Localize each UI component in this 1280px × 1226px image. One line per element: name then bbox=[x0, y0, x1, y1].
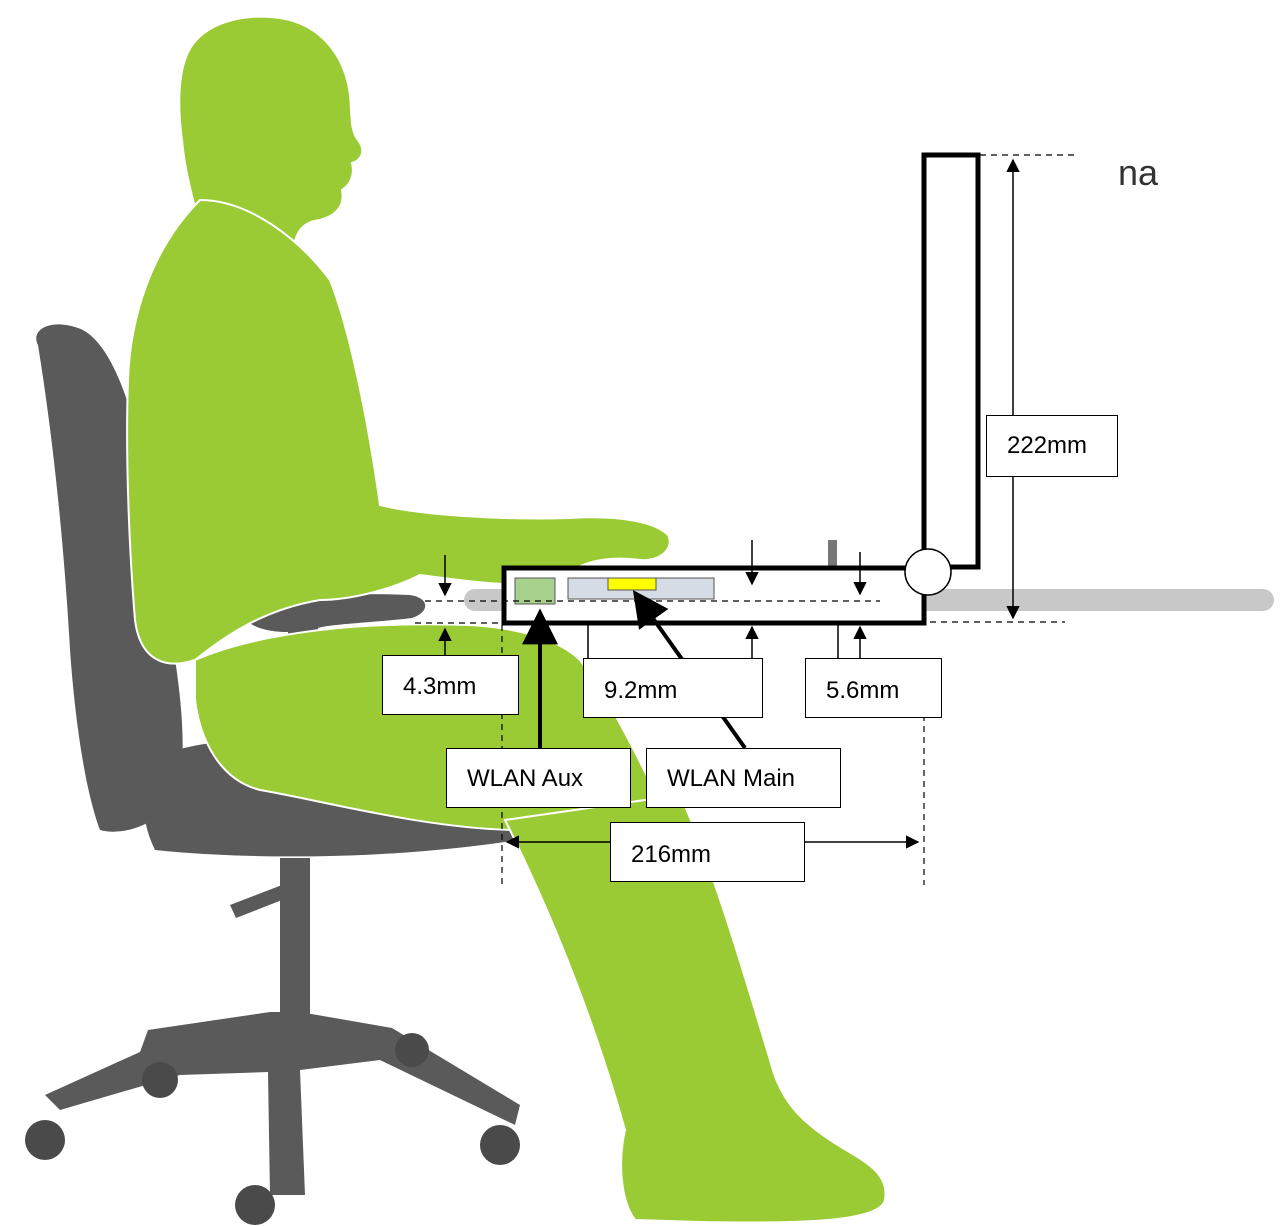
laptop bbox=[501, 152, 981, 626]
wlan-aux-label-box: WLAN Aux bbox=[446, 748, 631, 808]
chair-wheel bbox=[25, 1120, 65, 1160]
gap-right-label-box: 5.6mm bbox=[805, 658, 942, 718]
chair-wheel bbox=[395, 1033, 429, 1067]
base-depth-label-box: 216mm bbox=[610, 822, 805, 882]
wlan-main-label-box: WLAN Main bbox=[646, 748, 841, 808]
gap-right-label: 5.6mm bbox=[826, 677, 900, 704]
gap-middle-label: 9.2mm bbox=[604, 677, 678, 704]
laptop-hinge bbox=[904, 548, 952, 596]
person-lower-leg bbox=[503, 793, 887, 1224]
chair-stem bbox=[280, 858, 310, 1038]
lid-height-label-box: 222mm bbox=[986, 415, 1118, 477]
desk-small-post bbox=[828, 540, 837, 568]
gap-left-label: 4.3mm bbox=[403, 673, 477, 700]
wlan-aux-label: WLAN Aux bbox=[467, 765, 584, 792]
base-depth-label: 216mm bbox=[631, 841, 712, 868]
laptop-lid bbox=[921, 152, 981, 570]
wlan-main-antenna bbox=[607, 577, 657, 591]
gap-left-label-box: 4.3mm bbox=[382, 655, 519, 715]
wlan-main-label: WLAN Main bbox=[667, 765, 796, 792]
lid-height-label: 222mm bbox=[1007, 432, 1088, 459]
corner-label: na bbox=[1118, 152, 1159, 193]
gap-middle-label-box: 9.2mm bbox=[583, 658, 763, 718]
chair-base bbox=[45, 1012, 520, 1195]
chair-wheel bbox=[480, 1125, 520, 1165]
seated-person bbox=[126, 15, 887, 1224]
chair-backrest bbox=[36, 324, 183, 832]
chair-wheel bbox=[142, 1062, 178, 1098]
chair-lever bbox=[230, 885, 282, 918]
dimension-arrows bbox=[438, 158, 1020, 849]
wlan-aux-antenna bbox=[514, 577, 556, 605]
person-head bbox=[178, 15, 364, 257]
chair-wheel bbox=[235, 1185, 275, 1225]
